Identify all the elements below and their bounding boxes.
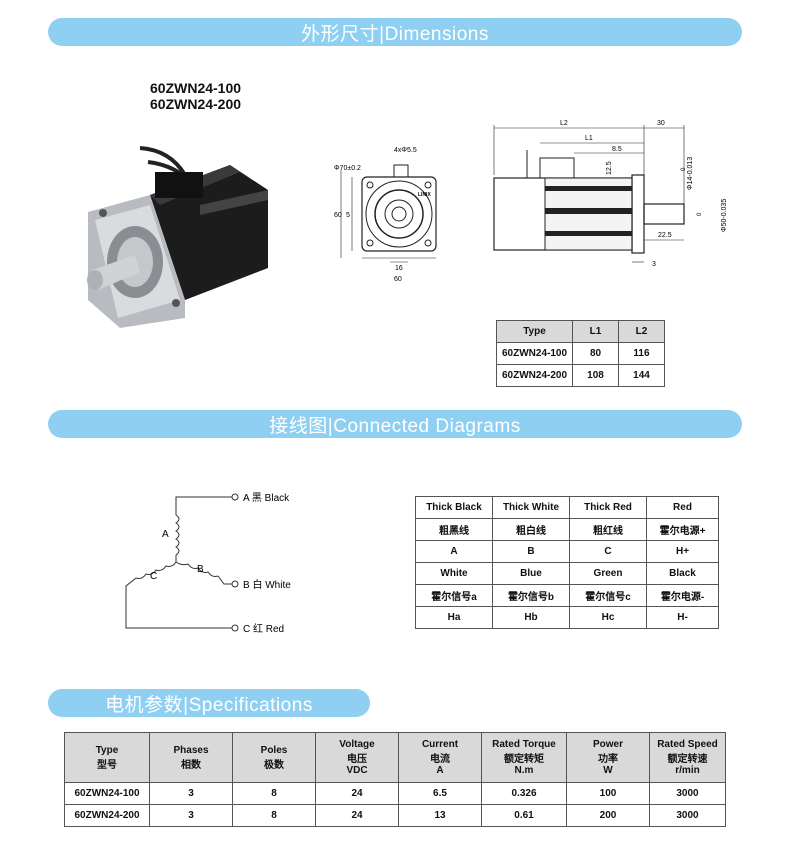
side-L1-label: L1 — [585, 135, 593, 142]
dim-cell: 144 — [618, 364, 665, 387]
spec-cell: 8 — [232, 804, 316, 827]
front-keyw-label: 16 — [395, 265, 403, 272]
front-brand-label: LINIX — [418, 192, 431, 198]
coil-A-label: A — [162, 529, 169, 540]
spec-cell: 60ZWN24-200 — [64, 804, 150, 827]
wire-val: Hc — [569, 606, 647, 629]
wire-en: Black — [646, 562, 719, 585]
wire-cn: 粗黑线 — [415, 518, 493, 541]
spec-cell: 24 — [315, 804, 399, 827]
wire-en: Thick Red — [569, 496, 647, 519]
wire-val: A — [415, 540, 493, 563]
dim-cell: 108 — [572, 364, 619, 387]
wire-cn: 霍尔信号c — [569, 584, 647, 607]
side-shaft-tol: 0 — [681, 167, 687, 171]
dim-cell: 60ZWN24-100 — [496, 342, 573, 365]
side-8_5-label: 8.5 — [612, 146, 622, 153]
wire-val: C — [569, 540, 647, 563]
section-title-connected: 接线图|Connected Diagrams — [269, 415, 521, 437]
section-title-dimensions: 外形尺寸|Dimensions — [301, 23, 489, 45]
spec-cell: 100 — [566, 782, 650, 805]
side-pilot-dia: Φ50-0.035 — [721, 199, 728, 232]
wire-cn: 霍尔信号b — [492, 584, 570, 607]
front-height-label: 60 — [334, 212, 342, 219]
dim-cell: 116 — [618, 342, 665, 365]
front-dia-label: Φ70±0.2 — [334, 165, 361, 172]
model-name-2: 60ZWN24-200 — [150, 96, 242, 112]
spec-cell: 0.61 — [481, 804, 567, 827]
spec-cell: 13 — [398, 804, 482, 827]
section-banner-dimensions: 外形尺寸|Dimensions — [48, 18, 742, 46]
spec-cell: 3000 — [649, 782, 726, 805]
coil-C-label: C — [150, 571, 157, 582]
spec-cell: 3 — [149, 804, 233, 827]
coil-B-label: B — [197, 564, 204, 575]
terminal-B-label: B 白 White — [243, 578, 291, 591]
section-banner-specs: 电机参数|Specifications — [48, 689, 370, 717]
wire-en: Blue — [492, 562, 570, 585]
side-L2-label: L2 — [560, 120, 568, 127]
wire-en: White — [415, 562, 493, 585]
spec-cell: 0.326 — [481, 782, 567, 805]
wire-val: Hb — [492, 606, 570, 629]
spec-cell: 60ZWN24-100 — [64, 782, 150, 805]
dim-th-type: Type — [496, 320, 573, 343]
dim-cell: 80 — [572, 342, 619, 365]
side-12_5-label: 12.5 — [606, 161, 613, 175]
wire-val: Ha — [415, 606, 493, 629]
front-key-label: 5 — [346, 212, 350, 219]
wire-val: H+ — [646, 540, 719, 563]
dim-cell: 60ZWN24-200 — [496, 364, 573, 387]
spec-cell: 24 — [315, 782, 399, 805]
side-22_5-label: 22.5 — [658, 232, 672, 239]
wire-val: H- — [646, 606, 719, 629]
side-3-label: 3 — [652, 261, 656, 268]
wire-cn: 粗白线 — [492, 518, 570, 541]
side-pilot-tol: 0 — [697, 212, 703, 216]
dimension-table: Type L1 L2 60ZWN24-100 80 116 60ZWN24-20… — [496, 320, 665, 387]
wire-cn: 霍尔电源- — [646, 584, 719, 607]
section-banner-connected: 接线图|Connected Diagrams — [48, 410, 742, 438]
terminal-C-label: C 红 Red — [243, 622, 284, 635]
side-shaft-dia: Φ14-0.013 — [687, 157, 694, 190]
spec-cell: 3000 — [649, 804, 726, 827]
wire-en: Red — [646, 496, 719, 519]
front-holes-label: 4xΦ5.5 — [394, 147, 417, 154]
wire-en: Green — [569, 562, 647, 585]
spec-cell: 3 — [149, 782, 233, 805]
wire-val: B — [492, 540, 570, 563]
spec-cell: 6.5 — [398, 782, 482, 805]
front-width-label: 60 — [394, 276, 402, 283]
dim-th-l2: L2 — [618, 320, 665, 343]
spec-cell: 200 — [566, 804, 650, 827]
side-30-label: 30 — [657, 120, 665, 127]
wire-en: Thick Black — [415, 496, 493, 519]
dim-th-l1: L1 — [572, 320, 619, 343]
wire-en: Thick White — [492, 496, 570, 519]
wire-table: Thick Black Thick White Thick Red Red 粗黑… — [415, 496, 719, 629]
section-title-specs: 电机参数|Specifications — [105, 694, 313, 716]
wire-cn: 霍尔电源+ — [646, 518, 719, 541]
model-name-1: 60ZWN24-100 — [150, 80, 242, 96]
terminal-A-label: A 黑 Black — [243, 492, 290, 504]
wire-cn: 粗红线 — [569, 518, 647, 541]
spec-cell: 8 — [232, 782, 316, 805]
wire-cn: 霍尔信号a — [415, 584, 493, 607]
